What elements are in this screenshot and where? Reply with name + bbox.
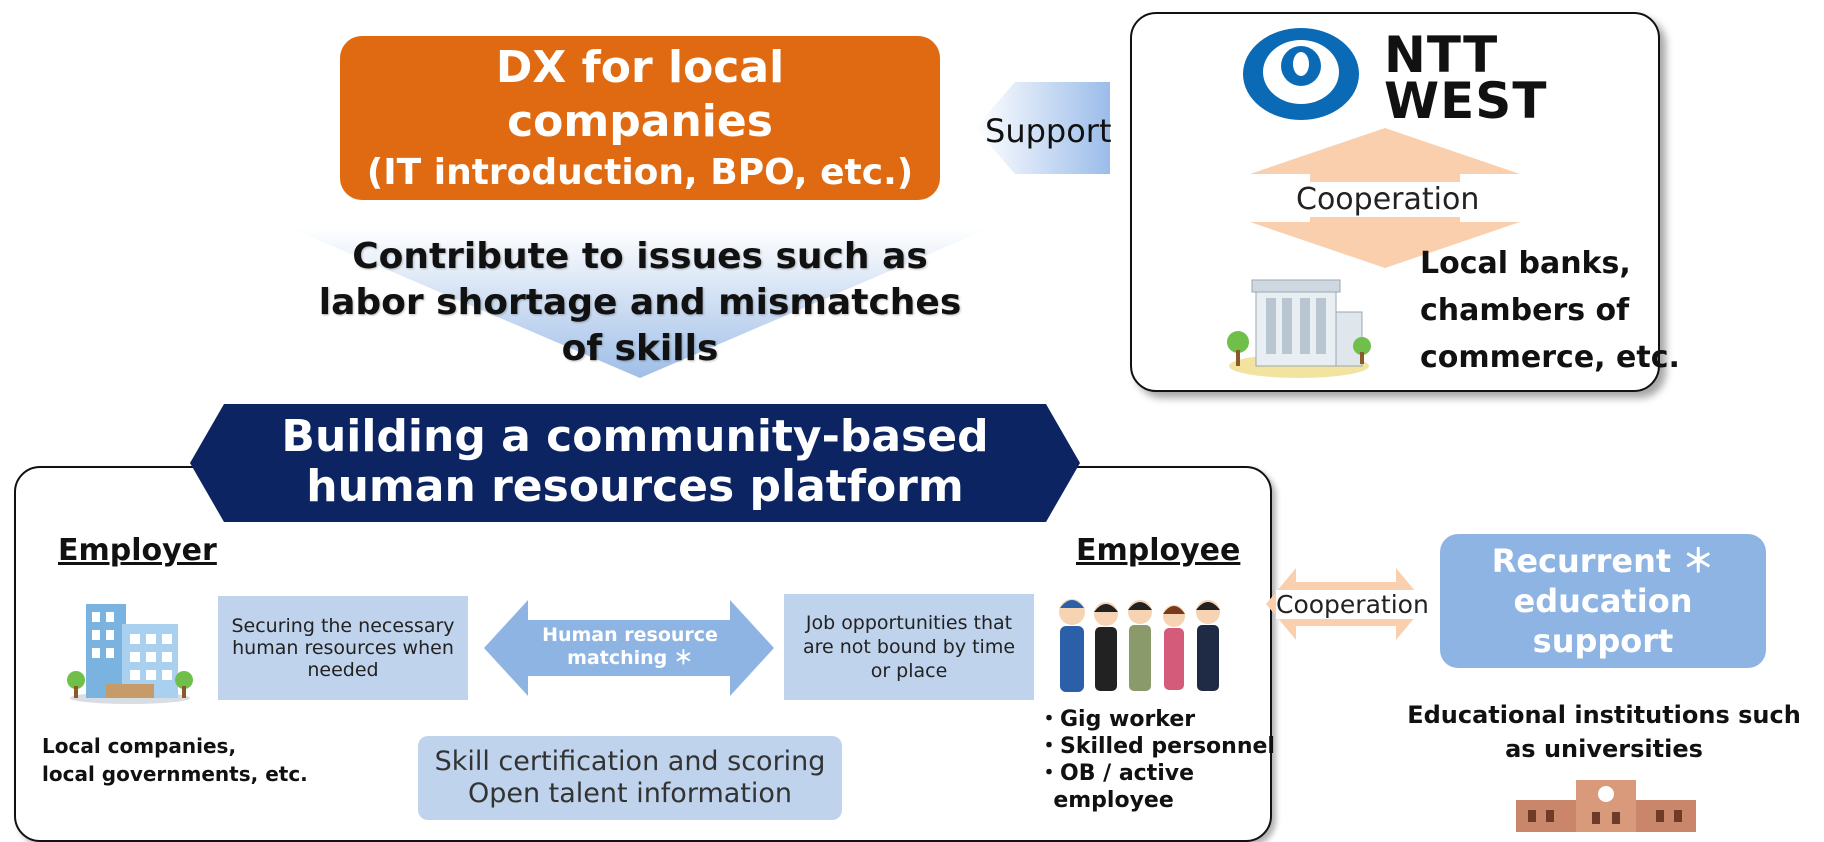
employee-item: ・OB / active: [1038, 761, 1195, 786]
school-building-icon: [1516, 780, 1696, 832]
employer-org-line2: local governments, etc.: [42, 762, 308, 786]
human-resource-matching-label: Human resource matching ＊: [542, 624, 718, 669]
skill-certification-box: Skill certification and scoring Open tal…: [418, 736, 842, 820]
workers-group-icon: [1059, 599, 1220, 692]
educational-institutions-text: Educational institutions such as univers…: [1404, 698, 1804, 766]
ntt-name-line2: WEST: [1384, 72, 1548, 130]
bank-building-icon: [1227, 279, 1371, 378]
employee-item: ・Gig worker: [1038, 707, 1196, 732]
platform-banner: [190, 404, 1080, 522]
contribute-text: Contribute to issues such as labor short…: [318, 236, 962, 369]
platform-title-line2: human resources platform: [306, 461, 964, 512]
employer-organizations: Local companies, local governments, etc.: [42, 732, 308, 788]
support-label: Support: [985, 112, 1112, 150]
platform-title: Building a community-based human resourc…: [230, 412, 1040, 512]
matching-double-arrow-icon: [484, 600, 774, 696]
securing-resources-box: Securing the necessary human resources w…: [218, 596, 468, 700]
recurrent-education-box: Recurrent ＊ education support: [1440, 534, 1766, 668]
local-partners-text: Local banks, chambers of commerce, etc.: [1420, 240, 1680, 381]
employer-title: Employer: [58, 533, 217, 568]
ntt-logo-icon: [1243, 28, 1359, 120]
right-cooperation-label: Cooperation: [1276, 590, 1429, 619]
recurrent-line1: Recurrent ＊: [1491, 542, 1715, 580]
job-opportunities-box: Job opportunities that are not bound by …: [784, 594, 1034, 700]
partners-line2: chambers of: [1420, 293, 1630, 328]
employee-title: Employee: [1076, 533, 1241, 568]
employee-types-list: ・Gig worker ・Skilled personnel ・OB / act…: [1038, 706, 1275, 814]
edu-line1: Educational institutions such: [1407, 701, 1801, 729]
office-buildings-icon: [67, 604, 193, 704]
recurrent-line2: education support: [1513, 582, 1693, 660]
ntt-cooperation-label: Cooperation: [1292, 182, 1484, 217]
partners-line3: commerce, etc.: [1420, 340, 1680, 375]
platform-title-line1: Building a community-based: [281, 411, 989, 462]
employer-org-line1: Local companies,: [42, 734, 237, 758]
employee-item: ・Skilled personnel: [1038, 734, 1275, 759]
dx-subtitle: (IT introduction, BPO, etc.): [366, 152, 914, 193]
dx-box: DX for local companies (IT introduction,…: [340, 36, 940, 200]
employee-item: employee: [1038, 788, 1174, 813]
contribute-funnel-icon: [290, 228, 990, 378]
edu-line2: as universities: [1505, 735, 1703, 763]
support-arrow-icon: [975, 82, 1110, 174]
dx-title: DX for local companies: [495, 42, 785, 147]
skill-line1: Skill certification and scoring: [434, 746, 826, 777]
ntt-west-name: NTT WEST: [1384, 26, 1548, 130]
ntt-name-line1: NTT: [1384, 26, 1499, 84]
skill-line2: Open talent information: [467, 778, 793, 809]
partners-line1: Local banks,: [1420, 246, 1631, 281]
